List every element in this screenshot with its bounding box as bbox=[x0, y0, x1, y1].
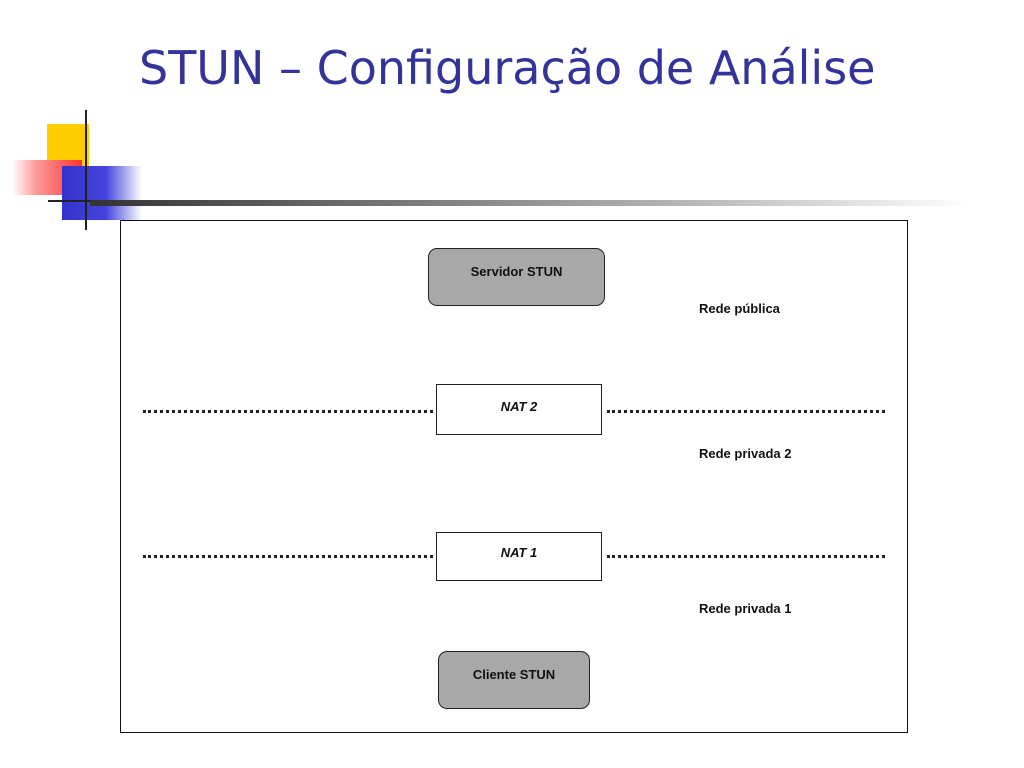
stun-client-box: Cliente STUN bbox=[438, 651, 590, 709]
nat2-box: NAT 2 bbox=[436, 384, 602, 435]
decor-horizontal-line bbox=[48, 200, 108, 202]
nat2-boundary-right bbox=[607, 410, 885, 413]
nat1-boundary-left bbox=[143, 555, 433, 558]
stun-diagram: Servidor STUN Rede pública NAT 2 Rede pr… bbox=[120, 220, 908, 733]
nat1-boundary-right bbox=[607, 555, 885, 558]
private-network-1-label: Rede privada 1 bbox=[699, 601, 792, 616]
title-underline bbox=[90, 200, 970, 206]
private-network-2-label: Rede privada 2 bbox=[699, 446, 792, 461]
decor-blue-square bbox=[62, 166, 142, 220]
decor-yellow-square bbox=[47, 124, 89, 166]
stun-server-box: Servidor STUN bbox=[428, 248, 605, 306]
slide-title: STUN – Configuração de Análise bbox=[139, 41, 876, 95]
public-network-label: Rede pública bbox=[699, 301, 780, 316]
nat1-box: NAT 1 bbox=[436, 532, 602, 581]
decor-vertical-line bbox=[85, 110, 87, 230]
nat2-boundary-left bbox=[143, 410, 433, 413]
